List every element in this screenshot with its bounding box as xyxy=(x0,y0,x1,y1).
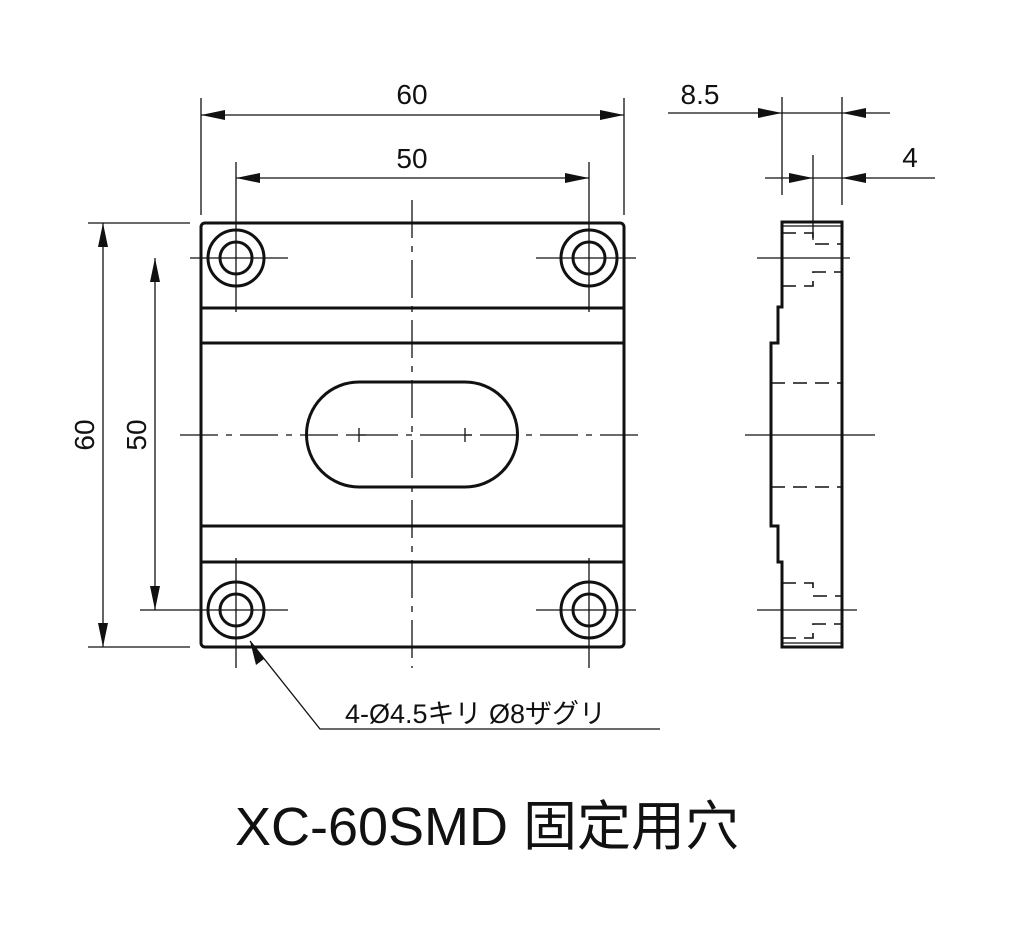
dim-label-thickness-8-5: 8.5 xyxy=(681,79,720,110)
drawing-title: XC-60SMD 固定用穴 xyxy=(235,797,739,857)
dimension-overall-width xyxy=(200,98,625,215)
hidden-counterbore-top xyxy=(782,232,842,287)
slot-center-marks xyxy=(352,428,472,442)
dimension-hole-pitch-x xyxy=(235,162,590,212)
counterbore-hole xyxy=(536,212,636,312)
dimension-hole-pitch-y xyxy=(150,258,160,610)
dim-label-step-4: 4 xyxy=(902,142,918,173)
dim-label-width-60: 60 xyxy=(396,79,427,110)
side-centerlines xyxy=(745,257,875,611)
hidden-slot xyxy=(771,382,842,488)
dim-label-pitch-50: 50 xyxy=(396,143,427,174)
dim-label-pitch-y-50: 50 xyxy=(121,419,152,450)
counterbore-hole xyxy=(536,558,636,668)
counterbore-hole xyxy=(190,212,288,312)
counterbore-hole xyxy=(140,558,288,668)
dim-label-height-60: 60 xyxy=(69,419,100,450)
dimension-overall-height xyxy=(88,222,190,648)
front-view xyxy=(140,200,645,668)
hole-note: 4-Ø4.5キリ Ø8ザグリ xyxy=(345,699,606,729)
dimension-side-step xyxy=(765,155,935,240)
dimension-side-thickness xyxy=(668,97,890,205)
side-outline xyxy=(769,220,844,649)
center-slot xyxy=(305,380,519,489)
hole-note-leader xyxy=(249,640,660,730)
side-view xyxy=(745,220,875,649)
